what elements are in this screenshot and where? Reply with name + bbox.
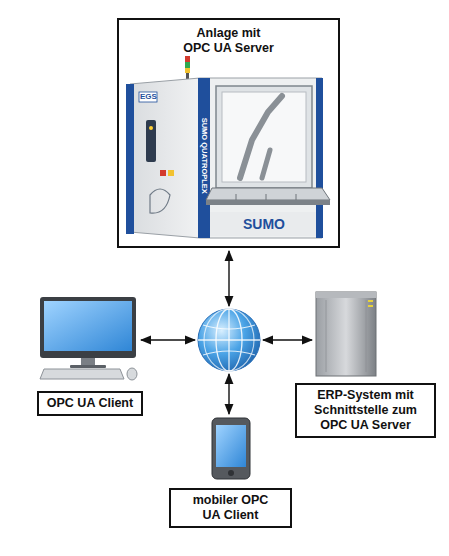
computer-icon bbox=[127, 368, 137, 380]
node-label: OPC UA Client bbox=[47, 396, 133, 411]
machine-name: SUMO QUATROPLEX bbox=[200, 118, 208, 194]
server-icon bbox=[316, 292, 376, 376]
plant-box: Anlage mit OPC UA Server bbox=[117, 18, 340, 248]
machine-illustration bbox=[149, 126, 153, 130]
machine-illustration bbox=[185, 62, 190, 68]
node-label: ERP-System mit Schnittstelle zum OPC UA … bbox=[305, 388, 427, 433]
network-arrow bbox=[263, 339, 312, 340]
node-label: mobiler OPC UA Client bbox=[179, 493, 283, 523]
mobile-client-box: mobiler OPC UA Client bbox=[169, 488, 292, 528]
machine-illustration bbox=[316, 78, 323, 238]
machine-illustration bbox=[160, 170, 166, 176]
machine-illustration bbox=[200, 78, 322, 238]
computer-icon bbox=[40, 297, 137, 380]
machine-illustration bbox=[198, 78, 210, 238]
computer-icon bbox=[70, 365, 106, 368]
client-box: OPC UA Client bbox=[37, 391, 143, 416]
phone-icon bbox=[212, 418, 250, 479]
machine-illustration bbox=[168, 170, 174, 176]
machine-illustration bbox=[206, 188, 330, 200]
phone-icon bbox=[212, 418, 250, 479]
machine-illustration bbox=[185, 56, 190, 62]
server-icon bbox=[326, 300, 327, 372]
phone-icon bbox=[216, 425, 246, 467]
machine-illustration bbox=[130, 78, 200, 238]
machine-illustration bbox=[126, 56, 330, 238]
machine-illustration bbox=[262, 150, 270, 178]
computer-icon bbox=[40, 369, 124, 379]
network-globe bbox=[198, 339, 260, 340]
phone-icon bbox=[228, 470, 234, 476]
computer-icon bbox=[40, 297, 136, 358]
server-icon bbox=[368, 305, 373, 307]
machine-illustration bbox=[206, 200, 330, 205]
machine-illustration bbox=[185, 68, 190, 73]
machine-illustration bbox=[139, 92, 157, 102]
network-globe bbox=[203, 325, 255, 329]
network-arrow bbox=[141, 251, 312, 414]
brand-logo: EGS bbox=[140, 93, 157, 101]
machine-illustration bbox=[146, 120, 156, 162]
erp-box: ERP-System mit Schnittstelle zum OPC UA … bbox=[295, 383, 436, 438]
machine-illustration bbox=[222, 92, 306, 182]
network-arrow bbox=[228, 374, 229, 414]
machine-illustration bbox=[186, 73, 189, 79]
machine-illustration bbox=[266, 194, 267, 200]
computer-icon bbox=[44, 301, 132, 351]
computer-icon bbox=[81, 358, 95, 366]
server-icon bbox=[368, 300, 373, 302]
machine-illustration bbox=[240, 96, 282, 178]
server-icon bbox=[316, 292, 376, 376]
machine-illustration bbox=[126, 84, 134, 234]
network-globe bbox=[203, 351, 255, 355]
network-arrow bbox=[228, 251, 229, 306]
network-globe bbox=[198, 309, 260, 371]
server-icon bbox=[316, 292, 376, 298]
network-globe bbox=[198, 309, 260, 371]
brand-name: SUMO bbox=[243, 217, 285, 231]
server-icon bbox=[366, 300, 367, 372]
machine-illustration bbox=[236, 194, 237, 200]
machine-illustration bbox=[216, 86, 312, 188]
network-arrow bbox=[141, 339, 195, 340]
node-label: Anlage mit OPC UA Server bbox=[154, 20, 304, 56]
machine-illustration bbox=[296, 194, 297, 200]
machine-illustration bbox=[150, 189, 170, 213]
machine-illustration bbox=[210, 212, 316, 236]
